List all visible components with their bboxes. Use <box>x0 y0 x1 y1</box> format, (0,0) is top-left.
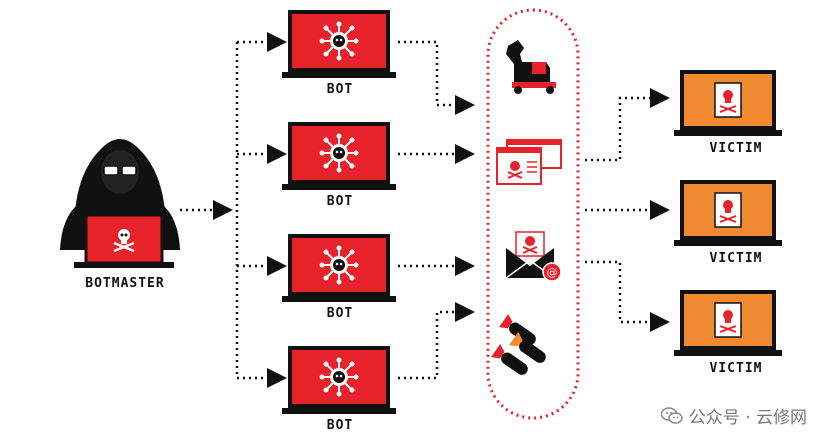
virus-icon <box>318 132 360 174</box>
email-skull-icon: @ <box>505 231 562 282</box>
document-skull-icon <box>714 302 742 338</box>
victim-label: VICTIM <box>709 141 763 156</box>
bot-label: BOT <box>326 82 354 97</box>
victim-laptop <box>674 70 782 136</box>
wechat-icon <box>660 406 683 424</box>
victim-laptop <box>674 180 782 246</box>
watermark-text: 公众号 · 云修网 <box>688 408 807 428</box>
document-skull-icon <box>714 82 742 118</box>
bot-label: BOT <box>326 306 354 321</box>
victim-label: VICTIM <box>709 251 763 266</box>
attack-methods-outline <box>486 8 580 420</box>
victim-arrows <box>585 88 670 332</box>
document-skull-icon <box>714 192 742 228</box>
virus-icon <box>318 356 360 398</box>
missiles-icon <box>491 313 546 375</box>
botmaster-arrows <box>180 32 287 388</box>
botmaster-label: BOTMASTER <box>85 276 165 291</box>
bot-label: BOT <box>326 418 354 433</box>
web-page-skull-icon <box>496 139 562 185</box>
bot-laptop <box>282 234 396 302</box>
bot-laptop <box>282 122 396 190</box>
watermark: 公众号 · 云修网 <box>660 403 807 428</box>
skull-crossbones-icon <box>113 229 135 253</box>
bot-laptop <box>282 10 396 78</box>
bot-arrows <box>398 40 475 380</box>
botmaster-figure <box>60 139 180 268</box>
glasses-icon <box>103 165 119 176</box>
bot-laptop <box>282 346 396 414</box>
svg-text:@: @ <box>547 266 558 279</box>
victim-label: VICTIM <box>709 361 763 376</box>
trojan-horse-icon <box>506 40 556 94</box>
bot-label: BOT <box>326 194 354 209</box>
virus-icon <box>318 20 360 62</box>
victim-laptop <box>674 290 782 356</box>
virus-icon <box>318 244 360 286</box>
